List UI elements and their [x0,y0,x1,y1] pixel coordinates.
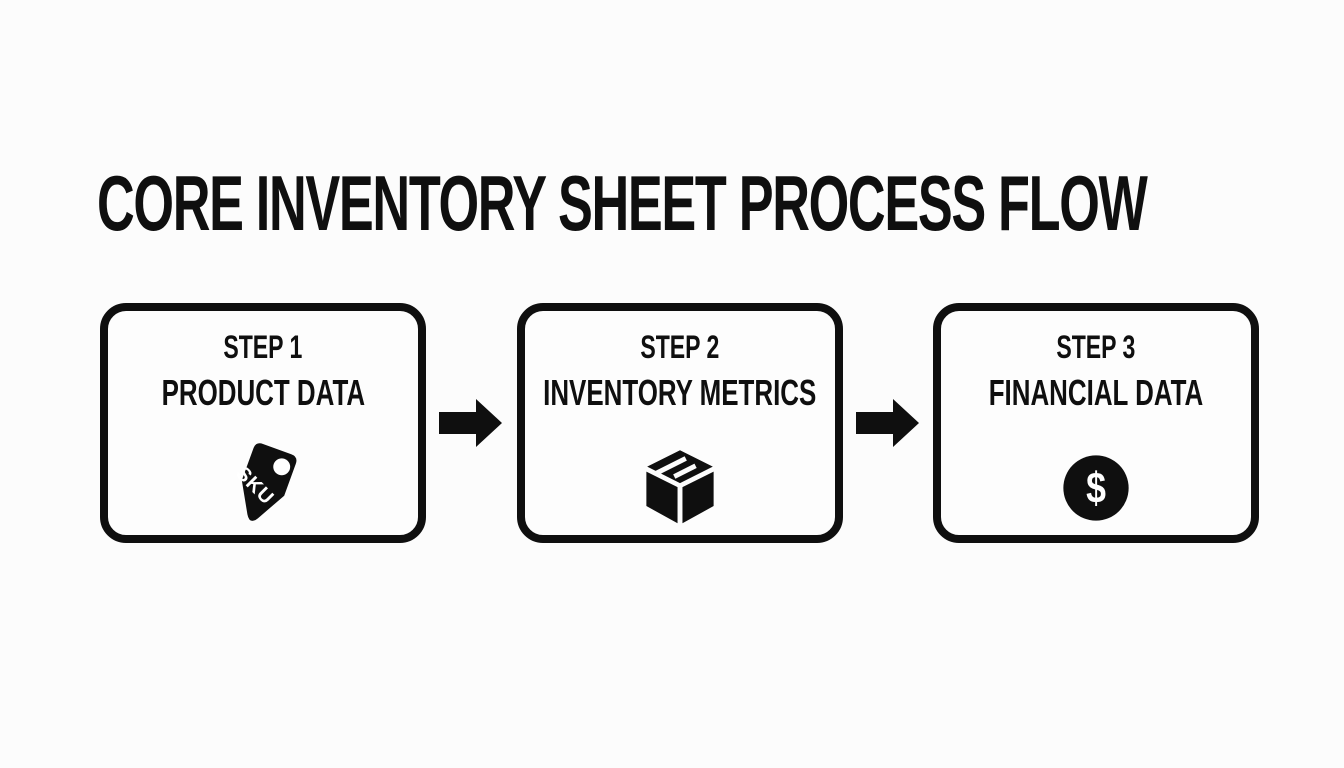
dollar-sign-text: $ [1086,464,1106,512]
flow-connector [439,394,503,452]
arrow-right-icon [855,399,919,447]
package-box-icon [645,449,714,523]
step-icon-area: SKU [216,440,310,535]
step-label: STEP 1 [223,329,303,365]
step-label: STEP 2 [640,329,719,365]
step-title: PRODUCT DATA [161,372,365,413]
step-icon-area: $ [1062,440,1130,535]
flow-connector [855,394,920,452]
step-box-3: STEP 3 FINANCIAL DATA $ [933,303,1259,543]
dollar-circle-icon: $ [1063,454,1129,521]
step-label: STEP 3 [1056,329,1136,365]
process-flow: STEP 1 PRODUCT DATA SKU STEP 2 INVENT [100,303,1259,543]
arrow-right-icon [439,399,503,447]
step-title: FINANCIAL DATA [988,372,1204,413]
tag-hole [273,457,291,475]
step-title: INVENTORY METRICS [542,372,817,413]
step-box-2: STEP 2 INVENTORY METRICS [516,303,843,543]
step-icon-area [639,440,721,535]
sku-tag-icon: SKU [231,442,297,521]
step-box-1: STEP 1 PRODUCT DATA SKU [100,303,426,543]
diagram-title: CORE INVENTORY SHEET PROCESS FLOW [97,159,1148,247]
